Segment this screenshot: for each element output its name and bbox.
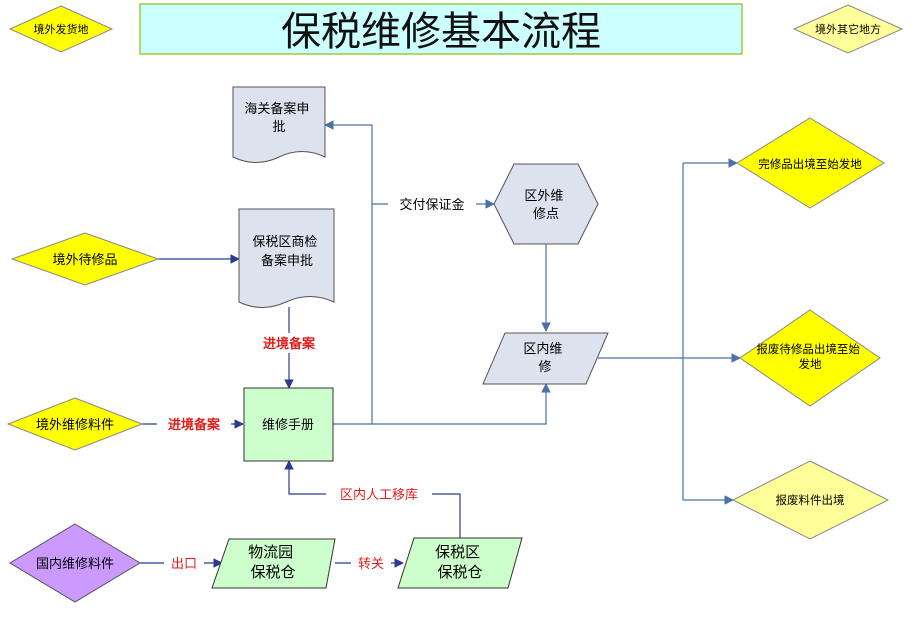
bonded-inspection-line2: 备案申批	[261, 253, 313, 269]
inside-repair-parallelogram: 区内维 修	[482, 332, 609, 385]
logistics-wh-line1: 物流园	[248, 543, 293, 561]
bonded-wh-line1: 保税区	[435, 543, 480, 561]
domestic-material-diamond: 国内维修料件	[9, 523, 141, 603]
finished-goods-exit-label: 完修品出境至始发地	[758, 157, 862, 171]
edge-manual-to-customs	[324, 120, 373, 425]
svg-text:物流园 保税仓: 物流园 保税仓	[248, 543, 298, 581]
svg-text:进境备案: 进境备案	[168, 417, 221, 433]
outside-repair-line1: 区外维	[524, 189, 563, 204]
scrapped-exit-line2: 发地	[799, 357, 822, 371]
edge-label-entry-filing-vertical: 进境备案	[250, 333, 328, 353]
logistics-park-warehouse: 物流园 保税仓	[211, 538, 336, 589]
bonded-wh-line2: 保税仓	[437, 563, 482, 581]
repair-manual-box: 维修手册	[243, 387, 334, 462]
scrapped-item-exit-diamond: 报废待修品出境至始 发地	[739, 309, 881, 407]
foreign-material-diamond: 境外维修料件	[6, 397, 144, 451]
page-title: 保税维修基本流程	[281, 9, 601, 55]
edge-label-entry-filing-horizontal: 进境备案	[157, 414, 231, 434]
edge-label-deposit: 交付保证金	[388, 194, 476, 214]
svg-text:交付保证金: 交付保证金	[399, 197, 464, 213]
outside-repair-point-hexagon: 区外维 修点	[493, 163, 599, 245]
bonded-inspection-document: 保税区商检 备案申批	[238, 208, 335, 308]
inside-repair-line1: 区内维	[523, 341, 562, 357]
logistics-wh-line2: 保税仓	[250, 563, 295, 581]
bonded-zone-warehouse: 保税区 保税仓	[397, 537, 523, 589]
svg-text:区内人工移库: 区内人工移库	[340, 487, 418, 503]
inside-repair-line2: 修	[538, 360, 551, 375]
svg-text:转关: 转关	[358, 557, 384, 572]
foreign-material-label: 境外维修料件	[36, 418, 114, 433]
svg-text:保税区商检 备案申批: 保税区商检 备案申批	[252, 235, 321, 269]
corner-other-diamond: 境外其它地方	[792, 4, 904, 54]
svg-text:区外维 修点: 区外维 修点	[524, 189, 567, 222]
svg-text:进境备案: 进境备案	[263, 336, 316, 352]
corner-origin-label: 境外发货地	[34, 22, 89, 36]
connectors	[140, 120, 741, 568]
corner-other-label: 境外其它地方	[815, 22, 881, 36]
scrapped-exit-line1: 报废待修品出境至始	[756, 342, 860, 356]
edge-manual-to-inside-repair	[372, 383, 551, 425]
domestic-material-label: 国内维修料件	[36, 556, 114, 572]
svg-text:区内维 修: 区内维 修	[523, 341, 566, 375]
repair-manual-label: 维修手册	[262, 418, 314, 433]
foreign-pending-item-label: 境外待修品	[52, 253, 117, 268]
scrap-material-exit-label: 报废料件出境	[776, 493, 845, 507]
title-banner: 保税维修基本流程	[139, 3, 743, 55]
svg-text:海关备案申 批: 海关备案申 批	[244, 101, 313, 135]
foreign-pending-item-diamond: 境外待修品	[10, 232, 160, 286]
customs-filing-document: 海关备案申 批	[232, 86, 326, 163]
bonded-inspection-line1: 保税区商检	[252, 235, 317, 250]
corner-origin-diamond: 境外发货地	[8, 5, 114, 53]
svg-text:报废待修品出境至始 发地: 报废待修品出境至始 发地	[756, 342, 863, 371]
svg-text:出口: 出口	[171, 557, 197, 572]
svg-text:保税区 保税仓: 保税区 保税仓	[435, 543, 485, 581]
customs-filing-line2: 批	[272, 120, 285, 135]
edge-label-internal-transfer: 区内人工移库	[326, 484, 432, 504]
outside-repair-line2: 修点	[533, 207, 559, 222]
customs-filing-line1: 海关备案申	[244, 101, 309, 117]
edge-label-export: 出口	[164, 553, 204, 573]
scrap-material-exit-diamond: 报废料件出境	[731, 460, 890, 540]
edge-label-transfer: 转关	[351, 553, 391, 573]
finished-goods-exit-diamond: 完修品出境至始发地	[736, 117, 885, 209]
